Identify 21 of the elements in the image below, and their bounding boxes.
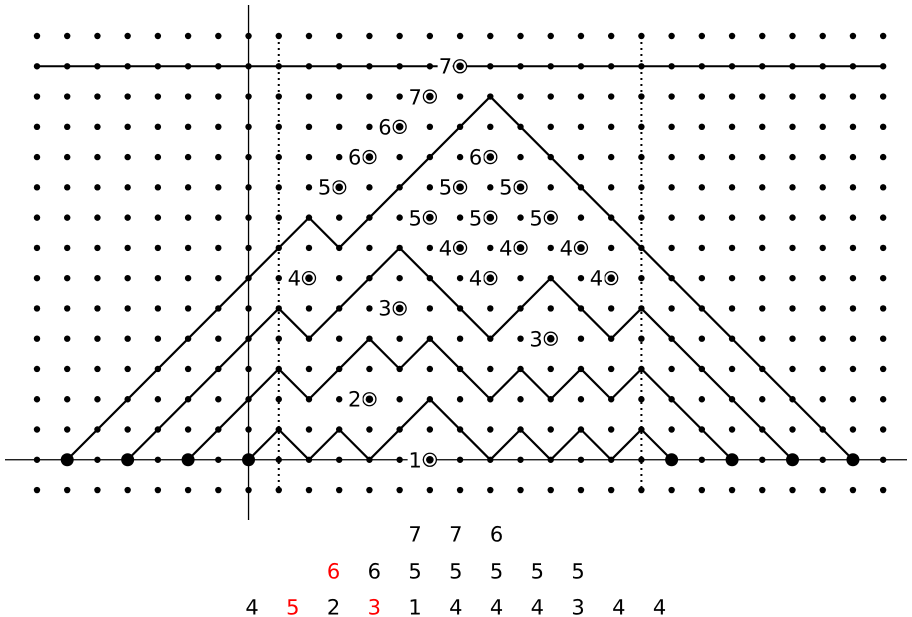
table-number: 6 <box>368 561 381 582</box>
table-number: 3 <box>368 598 381 617</box>
table-number: 1 <box>408 598 422 617</box>
table-number: 4 <box>652 598 666 617</box>
table-number: 4 <box>612 598 626 617</box>
table-number: 2 <box>326 598 340 617</box>
table-number: 5 <box>530 561 544 582</box>
table-number: 4 <box>490 598 504 617</box>
table-number: 6 <box>490 524 504 546</box>
table-number: 4 <box>530 598 544 617</box>
table-number: 3 <box>571 598 585 617</box>
table-number: 4 <box>449 598 462 617</box>
table-number: 5 <box>571 561 585 582</box>
table-number: 5 <box>408 561 422 582</box>
table-number: 5 <box>286 598 300 617</box>
table-number: 7 <box>408 524 422 546</box>
table-number: 4 <box>245 598 259 617</box>
table-number: 7 <box>449 524 462 546</box>
table-number: 5 <box>449 561 462 582</box>
table-number: 5 <box>490 561 504 582</box>
table-number: 6 <box>326 561 340 582</box>
